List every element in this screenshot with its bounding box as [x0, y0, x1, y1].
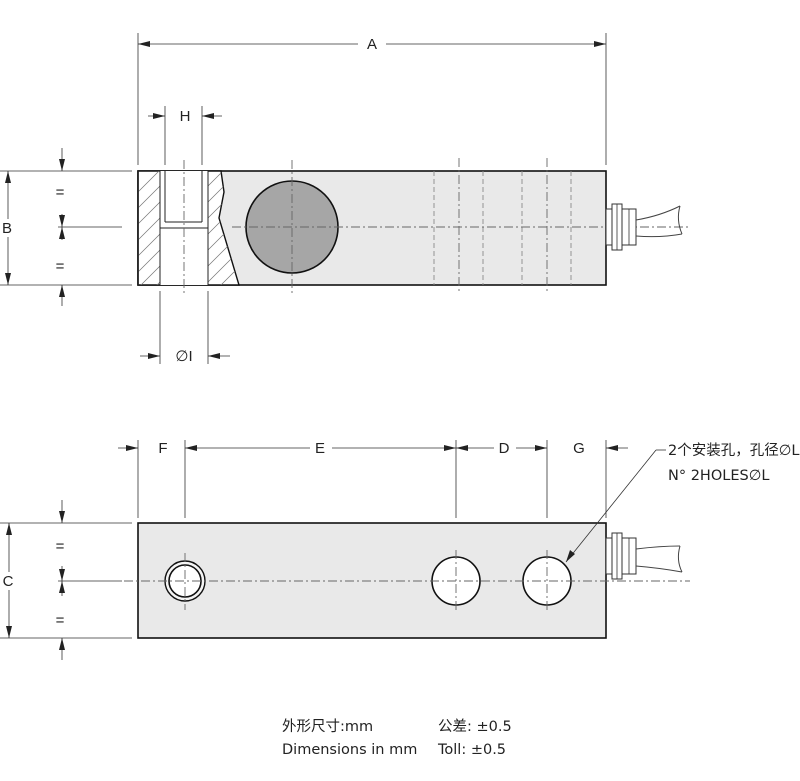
hole-callout-cn: 2个安装孔，孔径∅L	[668, 442, 799, 459]
label-C: C	[3, 573, 14, 590]
label-H: H	[180, 108, 191, 125]
equal-mark-C-lower: =	[56, 612, 65, 629]
dimension-I: ∅I	[140, 291, 230, 365]
dimension-A: A	[137, 33, 607, 165]
cable-gland-bottom	[605, 532, 683, 580]
label-G: G	[573, 440, 585, 457]
label-D: D	[499, 440, 510, 457]
tolerance-note-en: Toll: ±0.5	[437, 742, 506, 758]
top-view	[124, 522, 690, 639]
units-note-en: Dimensions in mm	[282, 742, 417, 758]
equal-mark-B-lower: =	[56, 258, 65, 275]
dimension-chain-FEDG: F E D G	[118, 438, 628, 518]
tolerance-note-cn: 公差: ±0.5	[438, 718, 512, 735]
cable-gland-top	[605, 203, 683, 251]
equal-mark-C-upper: =	[56, 538, 65, 555]
label-A: A	[367, 36, 377, 53]
dimension-C: C = =	[0, 500, 132, 660]
hole-callout: 2个安装孔，孔径∅L N° 2HOLES∅L	[565, 442, 799, 563]
hole-callout-en: N° 2HOLES∅L	[668, 468, 769, 484]
drawing-notes: 外形尺寸:mm 公差: ±0.5 Dimensions in mm Toll: …	[282, 718, 512, 758]
side-view	[137, 158, 690, 294]
dimension-B: B = =	[0, 148, 132, 306]
label-F: F	[158, 440, 167, 457]
units-note-cn: 外形尺寸:mm	[282, 718, 373, 735]
label-E: E	[315, 440, 325, 457]
label-I: ∅I	[175, 348, 192, 365]
label-B: B	[2, 220, 12, 237]
dimension-H: H	[148, 106, 222, 165]
equal-mark-B-upper: =	[56, 184, 65, 201]
